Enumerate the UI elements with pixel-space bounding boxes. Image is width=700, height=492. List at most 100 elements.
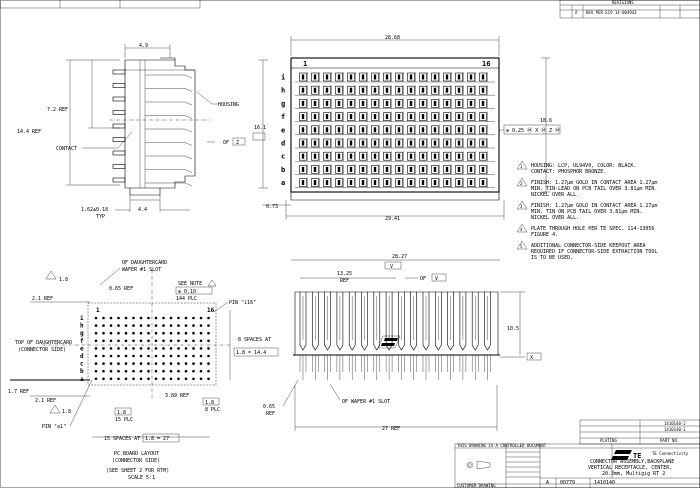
contact-pin-e10: [409, 127, 413, 133]
contact-pin-b11: [421, 166, 425, 172]
pcb-hole: [169, 354, 173, 358]
contact-cell-g6: [359, 99, 367, 108]
pcb-row-label: e: [80, 345, 84, 352]
contact-pin-i8: [385, 74, 389, 80]
contact-pin-d2: [313, 140, 317, 146]
front-tail: [484, 355, 491, 380]
front-tail: [435, 355, 442, 380]
plating-header: PLATING: [600, 438, 617, 443]
contact-pin-h14: [457, 87, 461, 93]
revisions-block: REVISIONS A REV PER ECO 14-004943: [559, 0, 700, 19]
pcb-dim-1-8c-sub: 15 PLC: [115, 417, 133, 423]
pcb-hole: [184, 369, 188, 373]
pcb-hole: [147, 324, 150, 327]
contact-pin-d11: [421, 140, 425, 146]
pcb-hole: [117, 362, 120, 365]
top-row-label: i: [281, 74, 285, 82]
contact-pin-a10: [409, 180, 413, 186]
contact-cell-b1: [299, 165, 307, 174]
contact-pin-d8: [385, 140, 389, 146]
contact-pin-a15: [469, 180, 473, 186]
contact-pin-b7: [373, 166, 377, 172]
contact-cell-e1: [299, 125, 307, 135]
contact-pin-h9: [397, 87, 401, 93]
drawing-number: 1410140: [594, 480, 615, 486]
contact-cell-a3: [323, 178, 331, 187]
pcb-hole: [124, 316, 128, 320]
pcb-hole: [94, 316, 98, 320]
contact-cell-a8: [383, 178, 391, 187]
title-block: 1410140-2 1410140-1 PLATING PART NO THIS…: [454, 419, 700, 489]
note-text-line: MIN. TIN-LEAD ON PCB TAIL OVER 3.81µm MI…: [531, 186, 657, 192]
contact-cell-i13: [443, 72, 451, 82]
pcb-hole: [177, 354, 180, 358]
pcb-hole: [169, 362, 173, 365]
pcb-hole: [162, 354, 165, 358]
front-wafer: [471, 292, 479, 351]
contact-cell-c13: [443, 151, 451, 161]
side-contact-tail: [112, 110, 126, 115]
contact-pin-g3: [325, 100, 329, 106]
note-number: 4: [520, 227, 523, 232]
pcb-hole: [132, 331, 135, 335]
contact-pin-a1: [301, 180, 305, 186]
contact-pin-g16: [481, 100, 485, 106]
contact-cell-h14: [455, 85, 463, 95]
contact-cell-h5: [347, 85, 355, 95]
contact-cell-f9: [395, 112, 403, 121]
pcb-hole: [199, 362, 203, 365]
contact-pin-g15: [469, 100, 473, 106]
front-tail: [312, 355, 319, 380]
contact-cell-f15: [467, 112, 475, 121]
contact-cell-i1: [299, 72, 307, 82]
pcb-dim-1-8d: 1.8: [205, 400, 214, 406]
front-datum-v2: V: [435, 276, 438, 282]
pcb-hole: [162, 347, 165, 350]
pcb-hole: [162, 377, 165, 381]
pcb-hole: [102, 362, 105, 365]
contact-pin-g5: [349, 100, 353, 106]
contact-cell-c4: [335, 151, 343, 161]
pcb-hole: [177, 377, 180, 381]
pcb-hole: [102, 347, 105, 350]
front-wafer: [484, 292, 491, 351]
pcb-hole: [147, 377, 150, 381]
pcb-hole: [132, 362, 135, 365]
contact-cell-e9: [395, 125, 403, 135]
contact-cell-c5: [347, 151, 355, 161]
contact-pin-g13: [445, 100, 449, 106]
pcb-hole: [117, 339, 120, 343]
pcb-hole: [207, 354, 210, 358]
contact-pin-b10: [409, 166, 413, 172]
pcb-hole: [94, 377, 98, 381]
contact-cell-a13: [443, 178, 451, 187]
note-number: 3: [520, 204, 523, 209]
contact-cell-c11: [419, 151, 427, 161]
contact-cell-d16: [479, 138, 487, 148]
contact-cell-g7: [371, 99, 379, 108]
pcb-hole: [132, 339, 135, 343]
contact-pin-i6: [361, 74, 365, 80]
contact-cell-g13: [443, 99, 451, 108]
contact-cell-i11: [419, 72, 427, 82]
pcb-hole: [154, 362, 158, 365]
contact-pin-e6: [361, 127, 365, 133]
contact-pin-c11: [421, 153, 425, 159]
pcb-hole: [154, 324, 158, 327]
dim-29-41: 29.41: [385, 216, 400, 222]
contact-cell-e10: [407, 125, 415, 135]
pcb-hole: [199, 339, 203, 343]
contact-pin-a9: [397, 180, 401, 186]
pcb-hole: [94, 324, 98, 327]
contact-cell-b4: [335, 165, 343, 174]
contact-cell-i10: [407, 72, 415, 82]
pcb-hole: [169, 324, 173, 327]
contact-cell-f12: [431, 112, 439, 121]
pcb-dim-2-1b: 2.1 REF: [35, 398, 56, 404]
note-text-line: FINISH: 1.27µm GOLD IN CONTACT AREA 1.27…: [531, 180, 657, 186]
pcb-row-label: g: [80, 330, 84, 337]
pcb-hole: [207, 316, 210, 320]
pcb-hole: [117, 316, 120, 320]
pcb-hole: [199, 347, 203, 350]
front-wafer: [410, 292, 417, 351]
